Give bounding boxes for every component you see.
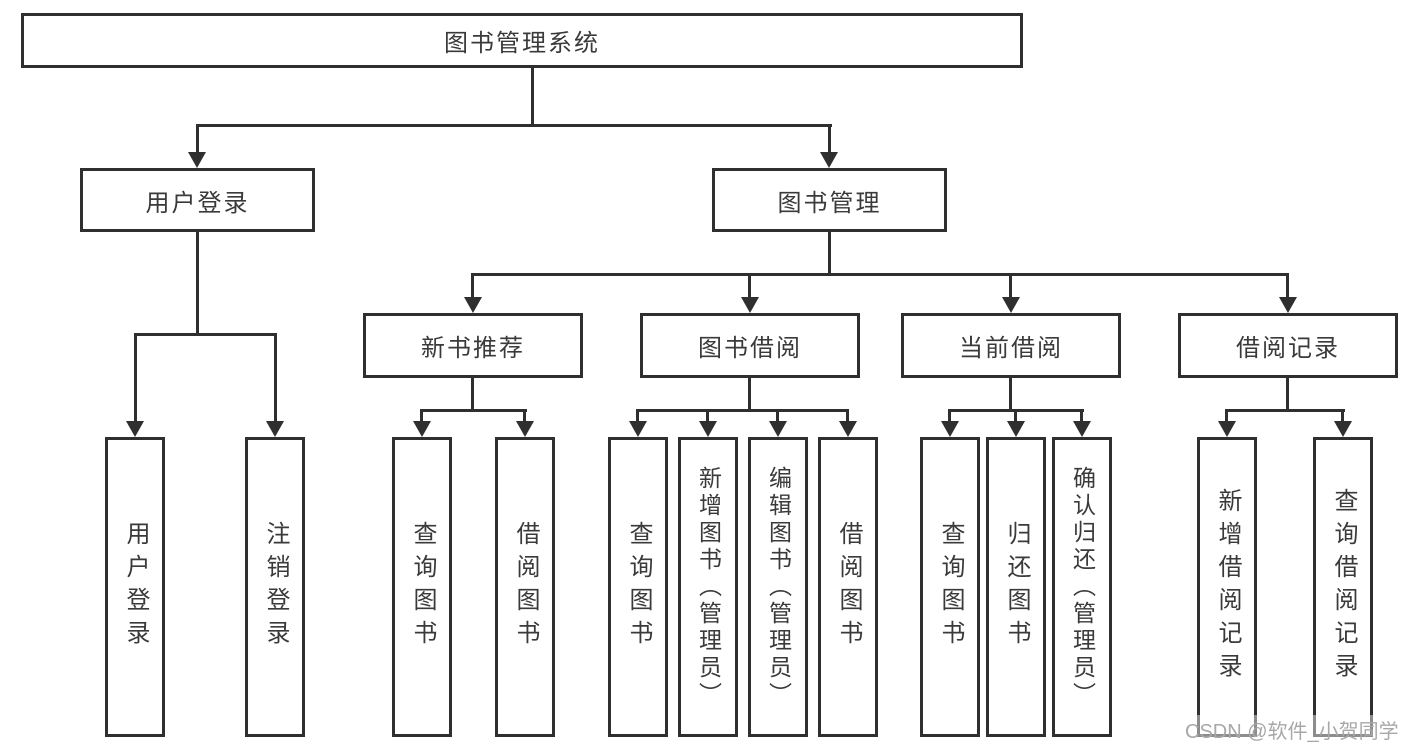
- leaf-return-book: 归还图书: [986, 437, 1046, 737]
- connector-book-mgmt-split: [472, 273, 1289, 276]
- arrow-down-icon: [941, 421, 959, 437]
- connector-borrow-split: [636, 409, 849, 412]
- connector-drop-user-login: [196, 124, 199, 154]
- leaf-logout: 注销登录: [245, 437, 305, 737]
- connector-drop: [846, 409, 849, 423]
- connector-drop: [523, 409, 526, 423]
- connector-drop: [776, 409, 779, 423]
- connector-drop-leaf-logout: [274, 333, 277, 421]
- leaf-borrow-books: 借阅图书: [495, 437, 555, 737]
- arrow-down-icon: [1334, 421, 1352, 437]
- arrow-down-icon: [1279, 297, 1297, 313]
- leaf-query-books: 查询图书: [920, 437, 980, 737]
- node-current-borrow: 当前借阅: [901, 313, 1121, 378]
- connector-borrow-trunk: [748, 377, 751, 411]
- connector-drop-leaf-login: [134, 333, 137, 421]
- node-user-login: 用户登录: [80, 168, 315, 232]
- arrow-down-icon: [699, 421, 717, 437]
- arrow-down-icon: [769, 421, 787, 437]
- leaf-query-borrow-record: 查询借阅记录: [1313, 437, 1373, 737]
- arrow-down-icon: [839, 421, 857, 437]
- connector-drop-module-borrow: [748, 273, 751, 299]
- connector-book-mgmt-trunk: [828, 231, 831, 276]
- arrow-down-icon: [629, 421, 647, 437]
- connector-drop: [636, 409, 639, 423]
- connector-drop: [1225, 409, 1228, 423]
- connector-drop-module-records: [1286, 273, 1289, 299]
- connector-drop: [1014, 409, 1017, 423]
- connector-recommend-split: [420, 409, 527, 412]
- arrow-down-icon: [1007, 421, 1025, 437]
- node-book-borrow: 图书借阅: [640, 313, 860, 378]
- arrow-down-icon: [1002, 297, 1020, 313]
- connector-records-trunk: [1286, 377, 1289, 411]
- connector-drop-module-recommend: [471, 273, 474, 299]
- node-new-book-recommend: 新书推荐: [363, 313, 583, 378]
- arrow-down-icon: [266, 421, 284, 437]
- leaf-borrow-books: 借阅图书: [818, 437, 878, 737]
- node-book-management: 图书管理: [712, 168, 947, 232]
- arrow-down-icon: [516, 421, 534, 437]
- connector-drop: [1341, 409, 1344, 423]
- leaf-query-books: 查询图书: [392, 437, 452, 737]
- arrow-down-icon: [188, 152, 206, 168]
- connector-root-split: [196, 124, 832, 127]
- connector-drop: [948, 409, 951, 423]
- leaf-edit-book-admin: 编辑图书（管理员）: [748, 437, 808, 737]
- node-library-system: 图书管理系统: [21, 13, 1023, 68]
- connector-root-trunk: [531, 68, 534, 125]
- leaf-add-book-admin: 新增图书（管理员）: [678, 437, 738, 737]
- leaf-query-books: 查询图书: [608, 437, 668, 737]
- connector-drop-book-mgmt: [828, 124, 831, 154]
- csdn-watermark: CSDN @软件_小贺同学: [1183, 715, 1401, 744]
- connector-drop: [420, 409, 423, 423]
- connector-user-login-split: [134, 333, 277, 336]
- connector-current-trunk: [1009, 377, 1012, 411]
- leaf-add-borrow-record: 新增借阅记录: [1197, 437, 1257, 737]
- connector-recommend-trunk: [471, 377, 474, 411]
- arrow-down-icon: [741, 297, 759, 313]
- connector-user-login-trunk: [196, 231, 199, 335]
- connector-drop-module-current: [1009, 273, 1012, 299]
- arrow-down-icon: [1073, 421, 1091, 437]
- arrow-down-icon: [820, 152, 838, 168]
- arrow-down-icon: [1218, 421, 1236, 437]
- arrow-down-icon: [413, 421, 431, 437]
- connector-drop: [706, 409, 709, 423]
- node-borrow-records: 借阅记录: [1178, 313, 1398, 378]
- leaf-user-login: 用户登录: [105, 437, 165, 737]
- connector-records-split: [1225, 409, 1345, 412]
- arrow-down-icon: [126, 421, 144, 437]
- connector-drop: [1080, 409, 1083, 423]
- arrow-down-icon: [464, 297, 482, 313]
- leaf-confirm-return-admin: 确认归还（管理员）: [1052, 437, 1112, 737]
